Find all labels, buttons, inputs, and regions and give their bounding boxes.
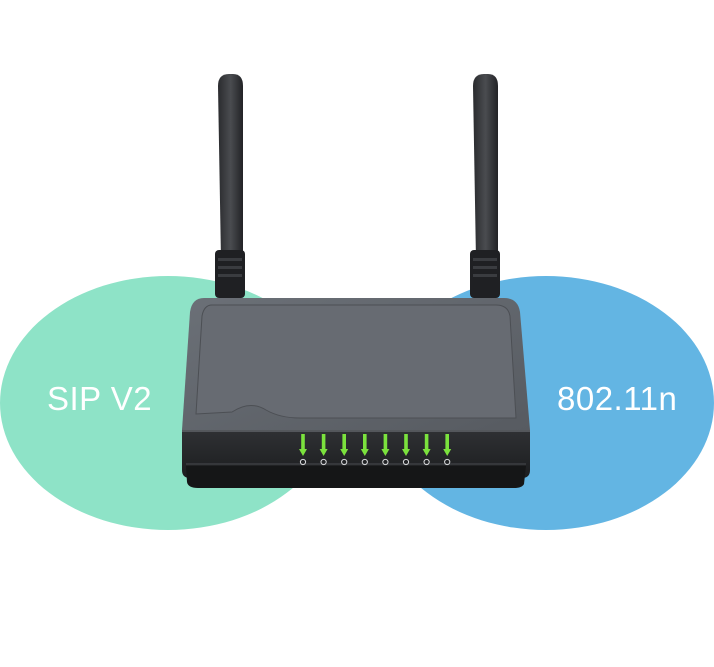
sip-feature-label: SIP V2 [47,380,153,417]
led-indicator [299,434,307,456]
led-indicator [443,434,452,456]
led-indicator [381,434,390,456]
lan-icon [382,458,389,466]
led-indicator [402,434,410,456]
led-indicator [360,434,369,456]
lan-icon [341,458,348,466]
wifi-feature-label: 802.11n [557,380,678,417]
led-indicator [422,434,431,456]
right-antenna [470,74,500,298]
power-icon [444,458,451,466]
phone-icon [320,458,327,466]
lan-icon [361,458,368,466]
left-antenna [215,74,245,298]
internet-icon [402,458,410,466]
wifi-icon [423,458,430,466]
led-indicator [340,434,349,456]
router-body [182,298,530,488]
led-panel [299,434,452,466]
led-indicator [319,434,328,456]
phone-icon [299,458,307,466]
